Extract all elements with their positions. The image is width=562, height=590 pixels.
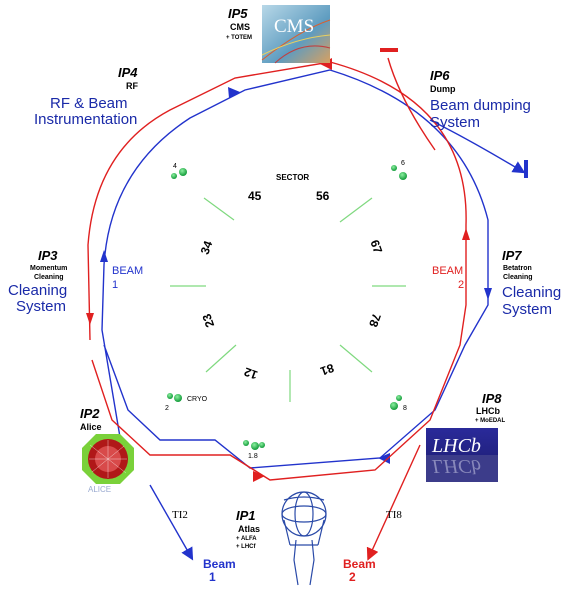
ip7-system-1: System — [502, 301, 552, 318]
sector-dividers — [170, 197, 406, 402]
ip3-label: IP3 — [38, 248, 58, 263]
beam-1-arrow-right — [484, 288, 492, 300]
beam-2-inject-label: Beam — [343, 557, 376, 571]
svg-text:4: 4 — [173, 163, 177, 170]
svg-text:2: 2 — [165, 405, 169, 412]
svg-text:8: 8 — [403, 405, 407, 412]
ip4-system-1: Instrumentation — [34, 111, 137, 128]
ip3-name: Momentum — [30, 265, 67, 272]
sector-81: 81 — [318, 361, 336, 379]
cryo-point-8: 8 — [390, 395, 407, 412]
ip3-system-0: Cleaning — [8, 282, 67, 299]
sector-67: 67 — [367, 238, 385, 256]
beam-1-arrows — [100, 87, 492, 464]
ip1-sub-0: + ALFA — [236, 536, 257, 542]
ip2-experiment: Alice — [80, 422, 102, 432]
cryo-point-2: 2 CRYO — [165, 393, 208, 412]
beam-2-number: 2 — [458, 279, 464, 291]
ip7-name: Betatron — [503, 265, 532, 272]
svg-text:CMS: CMS — [274, 16, 314, 37]
ip6-label: IP6 — [430, 68, 450, 83]
svg-text:LHCb: LHCb — [431, 455, 481, 477]
ip6-system-0: Beam dumping — [430, 97, 531, 114]
alice-logo: ALICE — [82, 434, 134, 494]
transfer-line-ti8: TI8 — [386, 509, 402, 521]
ip1-label: IP1 — [236, 508, 256, 523]
ip8-experiment: LHCb — [476, 406, 500, 416]
beam-2-arrow-right — [462, 228, 470, 240]
cryo-point-6: 6 — [391, 160, 407, 180]
ip7-label: IP7 — [502, 248, 522, 263]
beam-1-ring — [101, 69, 526, 561]
svg-text:1.8: 1.8 — [248, 453, 258, 460]
beam-1-path — [101, 69, 489, 469]
ip4-system-0: RF & Beam — [50, 95, 128, 112]
beam-2-arrow-left — [86, 313, 94, 325]
sector-title: SECTOR — [276, 173, 309, 182]
ip6-system-1: System — [430, 114, 480, 131]
ip4-label: IP4 — [118, 65, 138, 80]
cryo-label: CRYO — [187, 396, 208, 403]
sector-78: 78 — [366, 312, 384, 330]
svg-text:ALICE: ALICE — [88, 485, 111, 494]
beam-2-path — [87, 61, 467, 481]
beam-2-ring — [87, 57, 467, 561]
ip3-system-1: System — [16, 298, 66, 315]
transfer-line-ti2: TI2 — [172, 509, 188, 521]
sector-45: 45 — [248, 189, 262, 203]
cryo-point-4: 4 — [171, 163, 187, 179]
beam-1-dump-block — [524, 160, 528, 178]
beam-1-inject-line — [149, 484, 194, 561]
sector-23: 23 — [199, 312, 217, 330]
beam-2-label: BEAM — [432, 265, 463, 277]
beam-1-number: 1 — [112, 279, 118, 291]
svg-text:6: 6 — [401, 160, 405, 167]
ip6-experiment: Dump — [430, 84, 456, 94]
beam-2-inject-number: 2 — [349, 570, 356, 584]
lhcb-logo: LHCb LHCb — [426, 428, 498, 482]
ip3-name-2: Cleaning — [34, 274, 64, 281]
beam-2-dump-block — [380, 48, 398, 52]
sector-12: 12 — [242, 364, 260, 382]
cryo-point-1-8: 1.8 — [243, 440, 265, 460]
ip5-label: IP5 — [228, 6, 248, 21]
ip4-experiment: RF — [126, 81, 138, 91]
cms-logo: CMS — [261, 5, 331, 64]
beam-1-arrow-bottom — [378, 453, 390, 464]
ip8-sub-0: + MoEDAL — [475, 418, 506, 424]
beam-2-arrow-bottom — [253, 471, 265, 482]
beam-1-dump-line — [429, 119, 526, 174]
beam-2-inject-line — [366, 444, 421, 561]
ip2-label: IP2 — [80, 406, 100, 421]
ip7-system-0: Cleaning — [502, 284, 561, 301]
ip8-label: IP8 — [482, 391, 502, 406]
sector-34: 34 — [198, 239, 216, 257]
ip1-sub-1: + LHCf — [236, 544, 257, 550]
sector-56: 56 — [316, 189, 330, 203]
ip5-sub-0: + TOTEM — [226, 35, 252, 41]
beam-1-label: BEAM — [112, 265, 143, 277]
beam-1-inject-label: Beam — [203, 557, 236, 571]
ip5-experiment: CMS — [230, 22, 250, 32]
beam-2-arrows — [86, 58, 470, 482]
ip7-name-2: Cleaning — [503, 274, 533, 281]
svg-text:LHCb: LHCb — [431, 435, 481, 457]
beam-1-inject-number: 1 — [209, 570, 216, 584]
atlas-logo — [281, 491, 327, 586]
ip1-experiment: Atlas — [238, 524, 260, 534]
beam-1-arrow-top — [228, 87, 240, 98]
beam-2-dump-line — [387, 57, 436, 151]
beam-1-arrow-left — [100, 250, 108, 262]
